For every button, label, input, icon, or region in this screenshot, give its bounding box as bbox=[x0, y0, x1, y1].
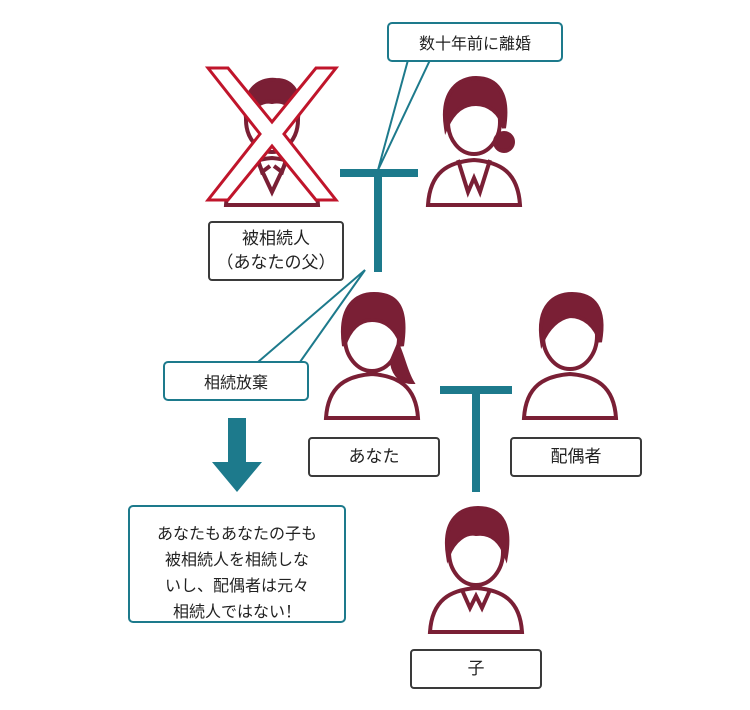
parents-descent-line bbox=[374, 169, 382, 272]
child-label-text: 子 bbox=[467, 659, 485, 679]
divorce-note-text: 数十年前に離婚 bbox=[418, 34, 531, 53]
renunciation-note: 相続放棄 bbox=[163, 361, 309, 401]
you-label-text: あなた bbox=[348, 447, 400, 467]
deceased-label-line2: （あなたの父） bbox=[216, 253, 336, 273]
ex-wife-woman-icon bbox=[425, 75, 523, 207]
down-arrow-icon bbox=[212, 418, 262, 492]
child-boy-icon bbox=[427, 505, 525, 634]
you-label: あなた bbox=[308, 437, 440, 477]
couple-descent-line bbox=[472, 386, 480, 492]
spouse-label-text: 配偶者 bbox=[550, 447, 602, 467]
spouse-man-icon bbox=[521, 291, 619, 420]
you-woman-icon bbox=[323, 291, 421, 420]
divorce-callout-pointer bbox=[377, 59, 432, 171]
result-note-line: 相続人ではない！ bbox=[172, 602, 301, 621]
cross-out-icon bbox=[204, 66, 340, 202]
result-note-line: いし、配偶者は元々 bbox=[164, 576, 309, 595]
divorce-note: 数十年前に離婚 bbox=[387, 22, 563, 62]
result-note-line: 被相続人を相続しな bbox=[164, 550, 309, 569]
child-label: 子 bbox=[410, 649, 542, 689]
renunciation-note-text: 相続放棄 bbox=[203, 373, 268, 392]
spouse-label: 配偶者 bbox=[510, 437, 642, 477]
deceased-label: 被相続人 （あなたの父） bbox=[208, 221, 344, 281]
deceased-label-line1: 被相続人 bbox=[242, 229, 310, 249]
result-note-line: あなたもあなたの子も bbox=[156, 524, 317, 543]
result-note: あなたもあなたの子も 被相続人を相続しな いし、配偶者は元々 相続人ではない！ bbox=[128, 505, 346, 623]
